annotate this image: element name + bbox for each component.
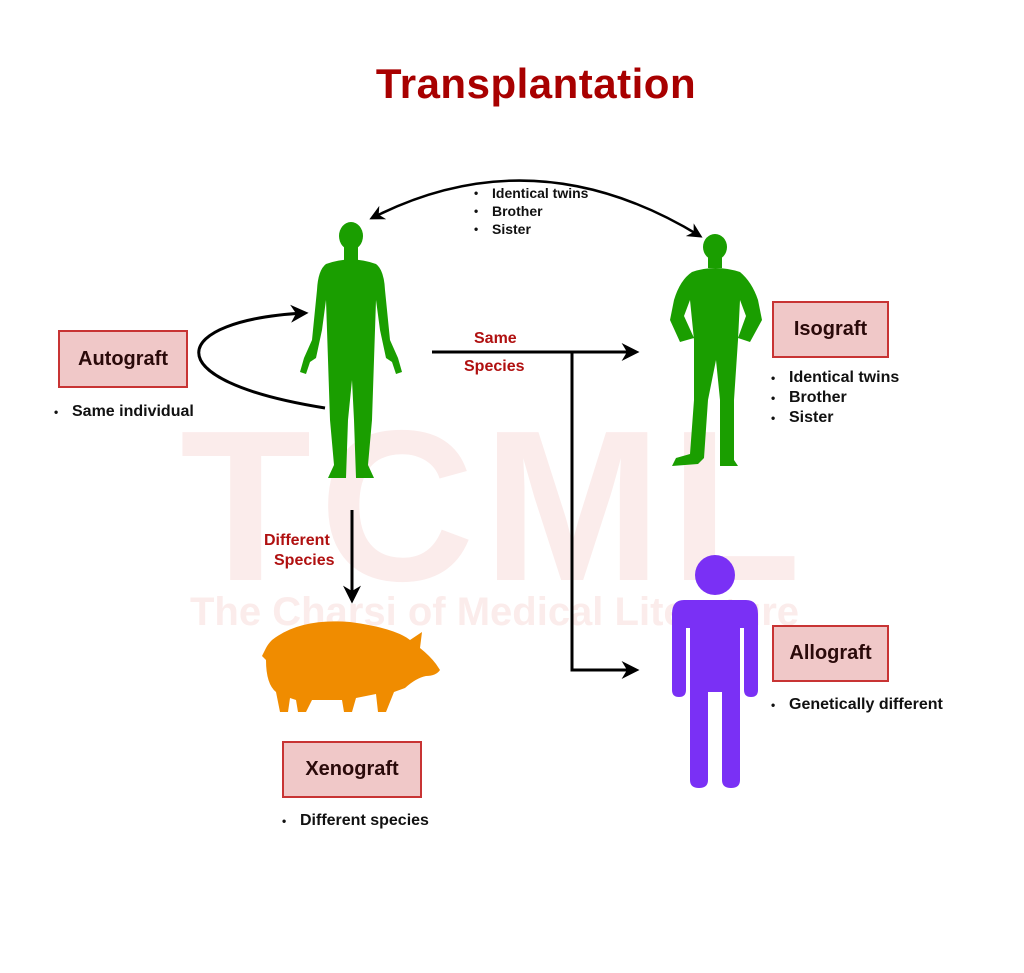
- xenograft-bullets: Different species: [282, 811, 429, 831]
- twins-arc-bullets: Identical twins Brother Sister: [474, 184, 588, 238]
- bullet-item: Genetically different: [771, 695, 943, 715]
- isograft-bullets: Identical twins Brother Sister: [771, 368, 899, 428]
- bullet-item: Brother: [474, 202, 588, 220]
- loop-arrow-autograft: [197, 304, 326, 410]
- xenograft-box: Xenograft: [282, 741, 422, 798]
- allograft-bullets: Genetically different: [771, 695, 943, 715]
- human-hands-on-hips-icon: [670, 234, 762, 466]
- bullet-item: Sister: [771, 408, 899, 428]
- isograft-box: Isograft: [772, 301, 889, 358]
- human-front-icon: [300, 222, 402, 478]
- bullet-item: Brother: [771, 388, 899, 408]
- bullet-item: Different species: [282, 811, 429, 831]
- page-title: Transplantation: [375, 60, 697, 107]
- bullet-item: Same individual: [54, 402, 194, 422]
- bullet-item: Identical twins: [474, 184, 588, 202]
- human-generic-icon: [672, 555, 758, 788]
- bullet-item: Sister: [474, 220, 588, 238]
- label-same: Same: [474, 330, 517, 347]
- allograft-box: Allograft: [772, 625, 889, 682]
- bullet-item: Identical twins: [771, 368, 899, 388]
- autograft-bullets: Same individual: [54, 402, 194, 422]
- autograft-box: Autograft: [58, 330, 188, 388]
- label-different: Different: [264, 532, 330, 549]
- pig-icon: [262, 621, 440, 712]
- label-species: Species: [464, 358, 525, 375]
- arc-arrow-twins: [369, 179, 703, 238]
- arrow-branch-allograft: [570, 352, 640, 679]
- label-species-2: Species: [274, 552, 335, 569]
